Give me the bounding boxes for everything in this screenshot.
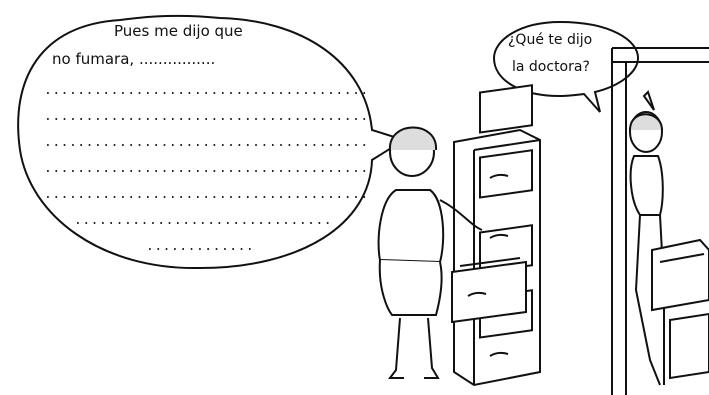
right-bubble-text-line2: la doctora? <box>512 59 590 75</box>
answer-line-3: ....................................... <box>44 135 369 150</box>
doorway <box>611 47 709 395</box>
woman-right <box>629 111 665 386</box>
answer-line-2: ....................................... <box>44 109 369 124</box>
left-speech-bubble <box>17 14 407 270</box>
woman-left <box>377 126 483 379</box>
right-bubble-text-line1: ¿Qué te dijo <box>508 32 593 48</box>
left-bubble-text-line1: Pues me dijo que <box>114 22 243 40</box>
filing-cabinet <box>451 84 541 387</box>
left-bubble-text-line2: no fumara, ................ <box>52 50 216 68</box>
answer-line-7: ............. <box>146 239 255 254</box>
office-equipment <box>651 238 709 380</box>
answer-line-5: ....................................... <box>44 187 369 202</box>
answer-line-1: ....................................... <box>44 83 369 98</box>
answer-line-4: ....................................... <box>44 161 369 176</box>
answer-line-6: ............................... <box>74 213 333 228</box>
